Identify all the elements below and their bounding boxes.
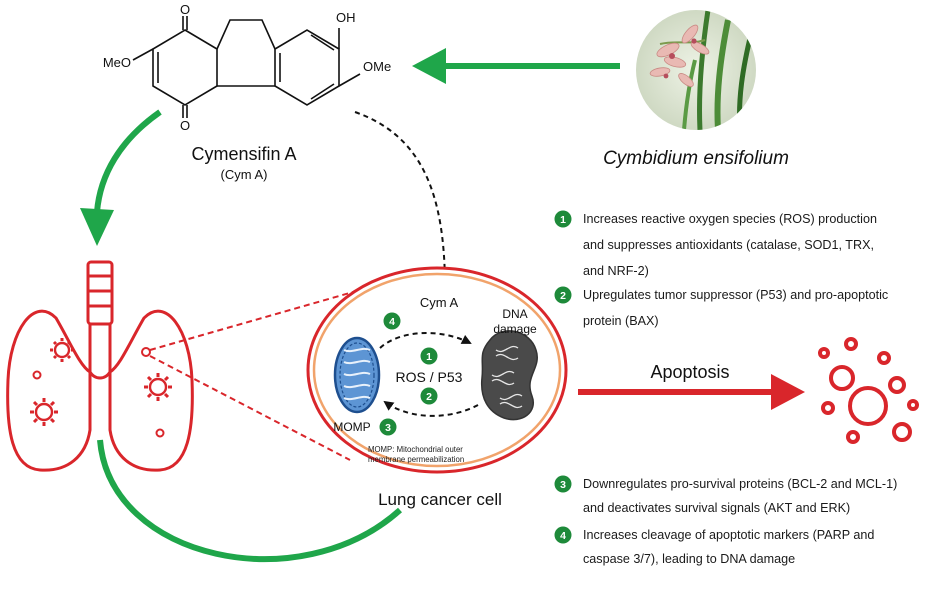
mitochondrion-icon: [333, 336, 381, 414]
lung-zoom-point: [141, 347, 151, 357]
compound-name: Cymensifin A: [191, 144, 296, 164]
apoptotic-bodies-icon: [818, 337, 919, 444]
plant-image: [636, 10, 756, 130]
cell-badge-2: 2: [420, 387, 438, 405]
lungs-to-cell-arrow: [97, 439, 403, 563]
compound-to-cell-dashed-arrow: [354, 111, 450, 290]
svg-text:4: 4: [389, 316, 395, 328]
lung-spot: [32, 370, 42, 380]
svg-text:protein (BAX): protein (BAX): [583, 314, 659, 328]
svg-text:2: 2: [426, 391, 432, 403]
svg-text:and NRF-2): and NRF-2): [583, 264, 649, 278]
mechanism-item-1: 1 Increases reactive oxygen species (ROS…: [554, 210, 877, 278]
momp-note-line1: MOMP: Mitochondrial outer: [368, 445, 463, 454]
dna-label-line2: damage: [493, 322, 537, 336]
ros-p53-label: ROS / P53: [396, 369, 463, 385]
mechanism-item-2: 2 Upregulates tumor suppressor (P53) and…: [554, 286, 888, 328]
momp-label: MOMP: [333, 420, 370, 434]
lung-tumor-left-bottom: [30, 398, 58, 426]
svg-text:caspase 3/7), leading to DNA d: caspase 3/7), leading to DNA damage: [583, 552, 795, 566]
plant-name: Cymbidium ensifolium: [603, 148, 789, 169]
svg-text:Downregulates pro-survival pro: Downregulates pro-survival proteins (BCL…: [583, 477, 897, 491]
svg-text:1: 1: [426, 351, 432, 363]
svg-text:3: 3: [385, 422, 391, 434]
zoom-line-top: [149, 289, 361, 351]
svg-text:Increases cleavage of apoptoti: Increases cleavage of apoptotic markers …: [583, 528, 874, 542]
svg-text:Upregulates tumor suppressor (: Upregulates tumor suppressor (P53) and p…: [583, 288, 888, 302]
carbonyl-o-bottom: O: [180, 118, 190, 133]
svg-text:Increases reactive oxygen spec: Increases reactive oxygen species (ROS) …: [583, 212, 877, 226]
cycle-arrow-top: [379, 331, 472, 349]
cell-badge-1: 1: [420, 347, 438, 365]
lung-tumor-right: [144, 373, 172, 401]
svg-text:and suppresses antioxidants (c: and suppresses antioxidants (catalase, S…: [583, 238, 874, 252]
methoxy-right-label: OMe: [363, 59, 391, 74]
cell-cym-label: Cym A: [420, 295, 459, 310]
mechanism-item-3: 3 Downregulates pro-survival proteins (B…: [554, 475, 897, 515]
nucleus-icon: [480, 330, 538, 421]
cell-badge-4: 4: [383, 312, 401, 330]
compound-to-lungs-arrow: [80, 109, 162, 246]
mechanism-item-4: 4 Increases cleavage of apoptotic marker…: [554, 526, 874, 566]
dna-label-line1: DNA: [502, 307, 527, 321]
svg-text:3: 3: [560, 479, 566, 491]
svg-text:1: 1: [560, 214, 566, 226]
lungs-icon: [6, 260, 194, 472]
hydroxyl-label: OH: [336, 10, 356, 25]
svg-text:2: 2: [560, 290, 566, 302]
carbonyl-o-top: O: [180, 2, 190, 17]
apoptosis-arrow: [578, 374, 805, 410]
apoptosis-label: Apoptosis: [650, 362, 729, 382]
plant-to-compound-arrow: [412, 48, 620, 84]
cell-badge-3: 3: [379, 418, 397, 436]
cymensifin-a-structure: [132, 16, 361, 118]
cycle-arrow-bottom: [383, 400, 479, 417]
compound-abbr: (Cym A): [221, 167, 268, 182]
svg-text:and deactivates survival signa: and deactivates survival signals (AKT an…: [583, 501, 850, 515]
svg-text:4: 4: [560, 530, 566, 542]
zoom-line-bottom: [149, 355, 351, 461]
methoxy-left-label: MeO: [103, 55, 131, 70]
cell-caption: Lung cancer cell: [378, 490, 502, 509]
momp-note-line2: membrane permeabilization: [368, 455, 464, 464]
lung-tumor-left-top: [50, 338, 74, 362]
cancer-cell: [306, 266, 568, 474]
lung-spot: [155, 428, 165, 438]
